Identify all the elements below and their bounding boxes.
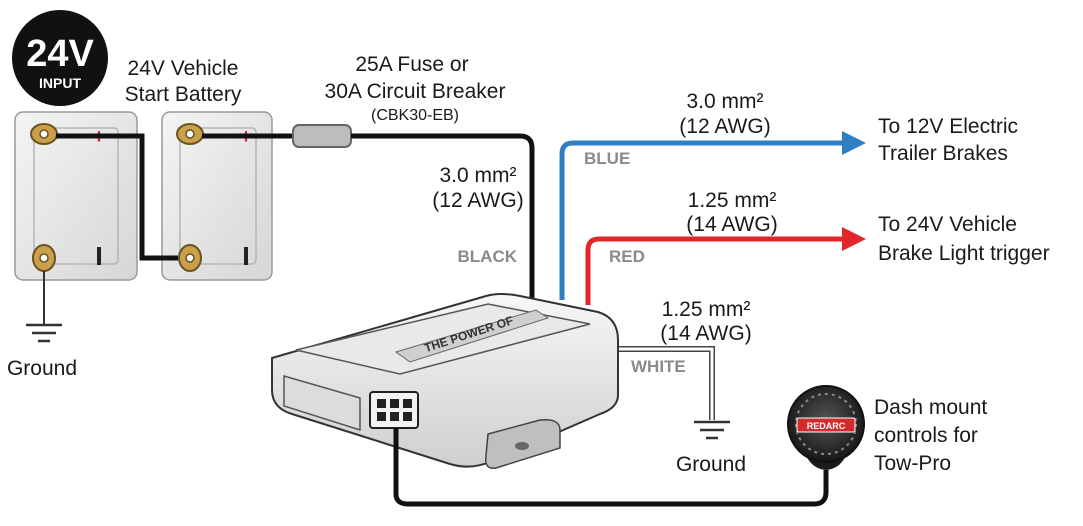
badge-sub: INPUT [39, 75, 81, 91]
black-wire-awg: (12 AWG) [432, 189, 523, 212]
black-wire-size: 3.0 mm² [439, 164, 516, 187]
white-wire-size: 1.25 mm² [662, 298, 751, 321]
battery-left: + [14, 111, 138, 281]
blue-wire-size: 3.0 mm² [686, 90, 763, 113]
fuse-label-line2: 30A Circuit Breaker [325, 80, 506, 103]
red-arrow-icon [842, 227, 866, 251]
minus-mark-icon [244, 247, 248, 265]
battery-right: + [161, 111, 273, 281]
red-wire-color-label: RED [609, 247, 645, 266]
red-destination-line2: Brake Light trigger [878, 242, 1050, 265]
red-wire-size: 1.25 mm² [688, 189, 777, 212]
red-wire [585, 236, 845, 305]
ground-right-label: Ground [676, 453, 746, 476]
black-wire-color-label: BLACK [458, 247, 518, 266]
minus-mark-icon [97, 247, 101, 265]
blue-wire-awg: (12 AWG) [679, 115, 770, 138]
dash-control-cable [393, 428, 829, 507]
ground-left-label: Ground [7, 357, 77, 380]
dash-control-icon: REDARC [787, 385, 865, 470]
brake-controller-unit: THE POWER OF [271, 293, 619, 469]
ground-left-icon [26, 271, 62, 343]
terminal-positive-icon [30, 123, 58, 145]
red-destination-line1: To 24V Vehicle [878, 213, 1017, 236]
fuse-label-line1: 25A Fuse or [355, 53, 468, 76]
terminal-positive-icon [176, 123, 204, 145]
blue-destination-line2: Trailer Brakes [878, 142, 1008, 165]
connector-plug-icon [369, 391, 419, 429]
blue-arrow-icon [842, 131, 866, 155]
terminal-negative-icon [32, 244, 56, 272]
fuse-part-number: (CBK30-EB) [371, 107, 459, 124]
badge-voltage: 24V [26, 33, 94, 75]
white-wire-awg: (14 AWG) [660, 322, 751, 345]
dash-logo: REDARC [807, 421, 846, 431]
dash-label-line1: Dash mount [874, 396, 987, 419]
blue-wire-color-label: BLUE [584, 149, 630, 168]
battery-label-line2: Start Battery [125, 83, 242, 106]
battery-label-line1: 24V Vehicle [128, 57, 239, 80]
ground-right-icon [694, 420, 730, 440]
dash-label-line3: Tow-Pro [874, 452, 951, 475]
white-wire-color-label: WHITE [631, 357, 686, 376]
blue-destination-line1: To 12V Electric [878, 115, 1018, 138]
red-wire-awg: (14 AWG) [686, 213, 777, 236]
black-wire [351, 133, 535, 300]
fuse-icon [292, 124, 352, 148]
terminal-negative-icon [178, 244, 202, 272]
blue-wire [559, 140, 845, 300]
white-wire [610, 347, 714, 420]
input-voltage-badge: 24V INPUT [12, 10, 108, 106]
dash-label-line2: controls for [874, 424, 978, 447]
series-link-wire [56, 133, 178, 261]
